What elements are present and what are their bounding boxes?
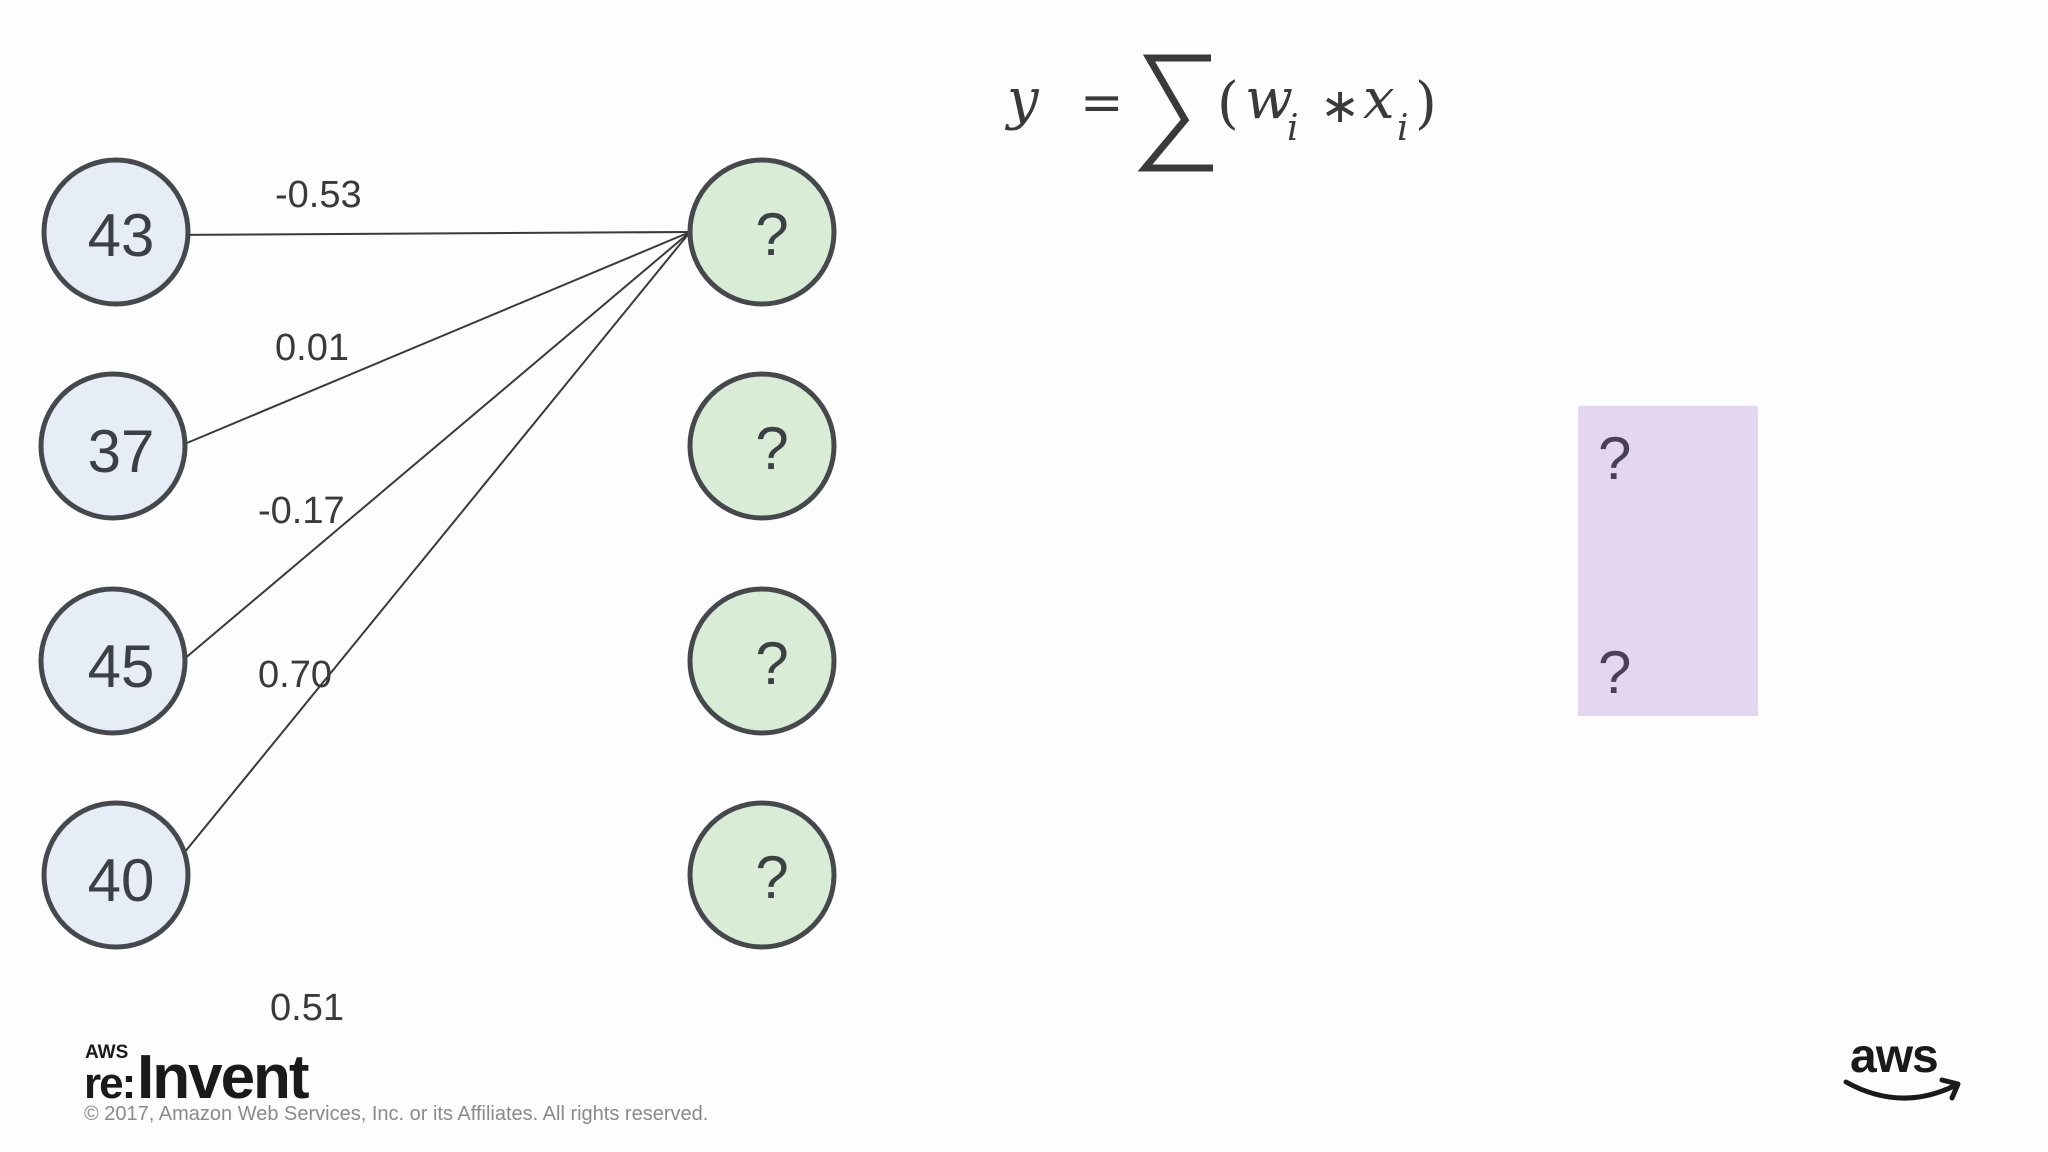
connection-line-3 [182,231,691,661]
aws-arrow-icon [1939,1077,1961,1101]
formula-x-subscript: i [1397,108,1409,149]
aws-logo: aws [1843,1030,1961,1101]
formula-close-paren: ) [1415,71,1437,136]
reinvent-logo-re: re: [84,1059,134,1106]
hidden-node-1-value: ? [755,201,788,268]
formula-x: x [1363,67,1395,132]
input-node-2-value: 37 [88,418,155,485]
formula-w-subscript: i [1287,108,1299,149]
input-node-3: 45 [38,586,188,736]
weight-label-4: 0.70 [258,654,332,696]
weight-label-1: -0.53 [275,174,362,216]
input-node-4: 40 [41,800,191,950]
summation-symbol [1137,54,1213,172]
weight-label-5: 0.51 [270,987,344,1029]
connection-line-4 [161,231,691,881]
hidden-node-2-value: ? [755,415,788,482]
input-node-2: 37 [38,371,188,521]
hidden-node-4: ? [687,800,837,950]
formula-y: y [1005,67,1040,132]
reinvent-logo-aws: AWS [85,1042,128,1063]
formula-equals: = [1080,73,1124,133]
reinvent-logo-invent: Invent [137,1043,309,1106]
formula-open-paren: ( [1217,71,1239,136]
hidden-node-3-value: ? [755,630,788,697]
output-box: ? ? [1578,406,1758,716]
hidden-node-2: ? [687,371,837,521]
aws-logo-text: aws [1850,1030,1938,1083]
formula-times: ∗ [1320,78,1360,134]
weight-label-3: -0.17 [258,490,345,532]
input-node-1: 43 [41,157,191,307]
output-value-1: ? [1598,425,1632,492]
hidden-node-1: ? [687,157,837,307]
aws-smile-icon [1843,1079,1957,1101]
hidden-node-3: ? [687,586,837,736]
connection-line-2 [174,231,691,449]
connection-line-1 [161,231,691,236]
weight-label-2: 0.01 [275,327,349,369]
formula-w: w [1245,67,1293,132]
copyright-text: © 2017, Amazon Web Services, Inc. or its… [84,1103,709,1125]
weighted-sum-formula: y = ( w i ∗ x i ) [1005,54,1437,172]
input-node-3-value: 45 [88,633,155,700]
reinvent-logo: AWS re: Invent [84,1042,311,1106]
input-node-1-value: 43 [88,202,155,269]
hidden-node-4-value: ? [755,844,788,911]
input-node-4-value: 40 [88,847,155,914]
output-value-2: ? [1598,639,1632,706]
